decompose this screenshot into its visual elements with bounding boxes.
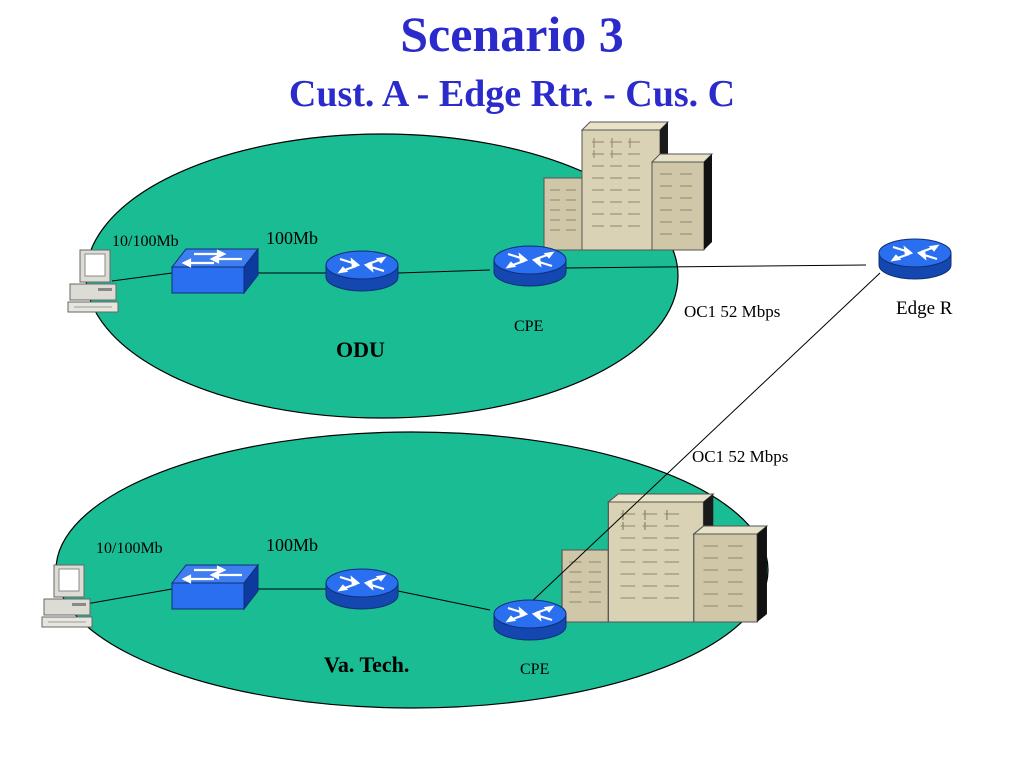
diagram-title: Scenario 3 — [400, 6, 624, 62]
link-pc-switch — [111, 272, 173, 282]
router-icon — [492, 598, 568, 642]
workstation-icon — [41, 564, 93, 628]
edge-router-label: Edge R — [896, 298, 953, 319]
uplink-label-vatech: 100Mb — [266, 535, 318, 555]
access-label-odu: 10/100Mb — [112, 233, 179, 250]
workstation-icon — [67, 249, 119, 313]
diagram-subtitle: Cust. A - Edge Rtr. - Cus. C — [288, 73, 736, 115]
uplink-label-odu: 100Mb — [266, 228, 318, 248]
router-icon — [324, 249, 400, 293]
link-router-cpe — [397, 590, 491, 611]
router-icon — [492, 244, 568, 288]
router-icon — [324, 567, 400, 611]
access-label-vatech: 10/100Mb — [96, 540, 163, 557]
switch-icon — [170, 247, 260, 295]
link-pc-switch — [85, 588, 173, 605]
building-icon — [543, 121, 713, 251]
link-router-cpe — [397, 269, 491, 274]
link-label-odu: OC1 52 Mbps — [684, 302, 780, 321]
switch-icon — [170, 563, 260, 611]
link-label-vatech: OC1 52 Mbps — [692, 447, 788, 466]
router-icon — [877, 237, 953, 281]
site-name-odu: ODU — [336, 337, 385, 362]
cpe-label-vatech: CPE — [520, 661, 549, 678]
link-cpe-edge — [527, 272, 881, 606]
site-name-vatech: Va. Tech. — [324, 652, 409, 677]
link-cpe-edge — [565, 264, 867, 269]
cpe-label-odu: CPE — [514, 318, 543, 335]
